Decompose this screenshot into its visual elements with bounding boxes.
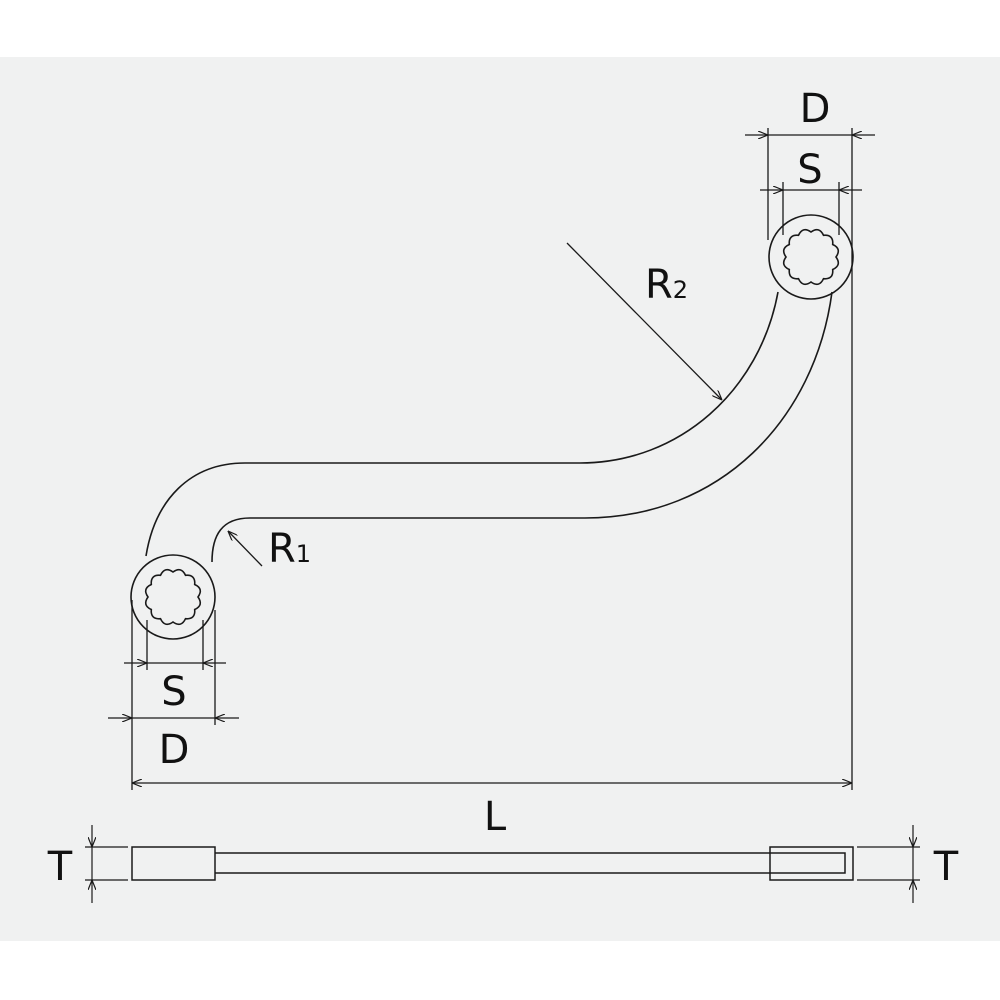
top-ring — [768, 214, 854, 300]
dim-label-d-top: D — [800, 86, 831, 132]
background-panel — [0, 57, 1000, 941]
dim-label-t-right: T — [933, 844, 959, 890]
wrench-lower-edge — [211, 291, 833, 563]
dim-label-s-bottom: S — [161, 669, 186, 715]
bottom-dimensions — [108, 242, 852, 790]
dim-label-r1: R1 — [268, 526, 311, 572]
side-view — [85, 825, 920, 903]
top-dimensions — [745, 128, 875, 790]
dim-label-s-top: S — [797, 147, 822, 193]
dim-label-d-bottom: D — [159, 727, 190, 773]
dim-label-t-left: T — [47, 844, 73, 890]
dim-label-length: L — [484, 794, 507, 840]
top-12-point-opening — [782, 228, 840, 286]
bottom-ring — [130, 554, 216, 640]
bottom-12-point-opening — [144, 568, 202, 626]
dim-label-r2: R2 — [645, 262, 688, 308]
wrench-upper-edge — [145, 291, 779, 557]
